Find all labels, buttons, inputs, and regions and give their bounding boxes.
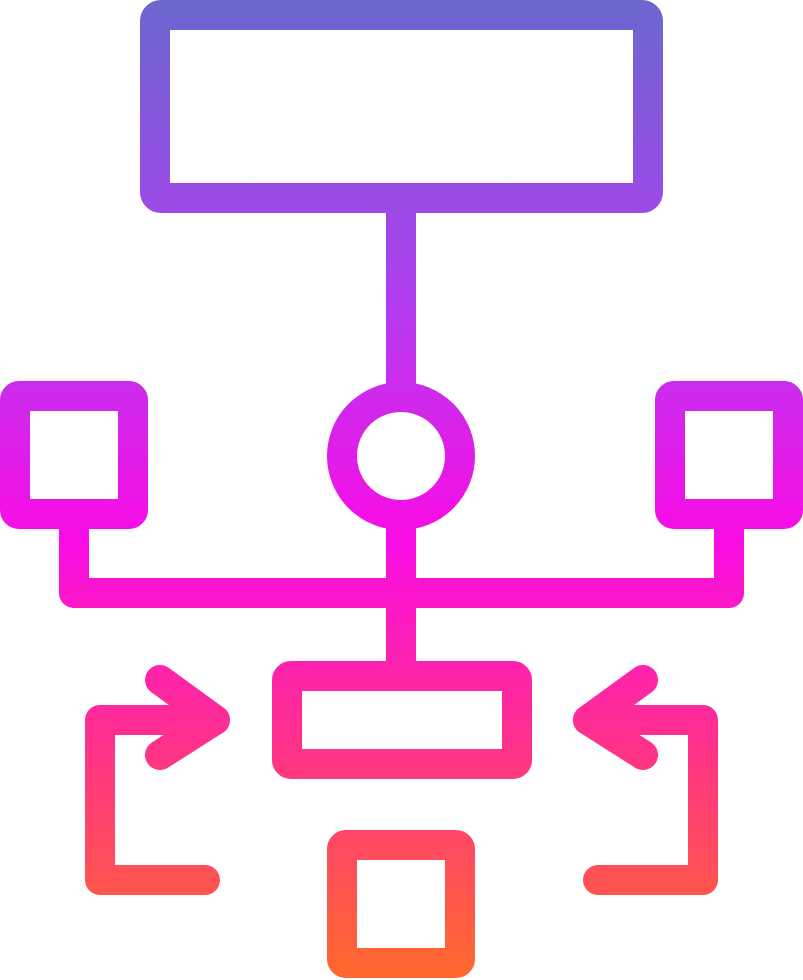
right-loop-arrow [573,705,718,895]
branch-connector [59,499,744,608]
right-node-box [655,381,803,529]
decision-circle [327,382,475,530]
middle-process-box [272,661,532,779]
left-node-box [0,381,148,529]
left-arrow-head [145,665,230,770]
left-loop-arrow [85,705,230,895]
right-arrow-head [573,665,658,770]
top-process-box [140,0,663,213]
bottom-node-box [327,830,475,978]
